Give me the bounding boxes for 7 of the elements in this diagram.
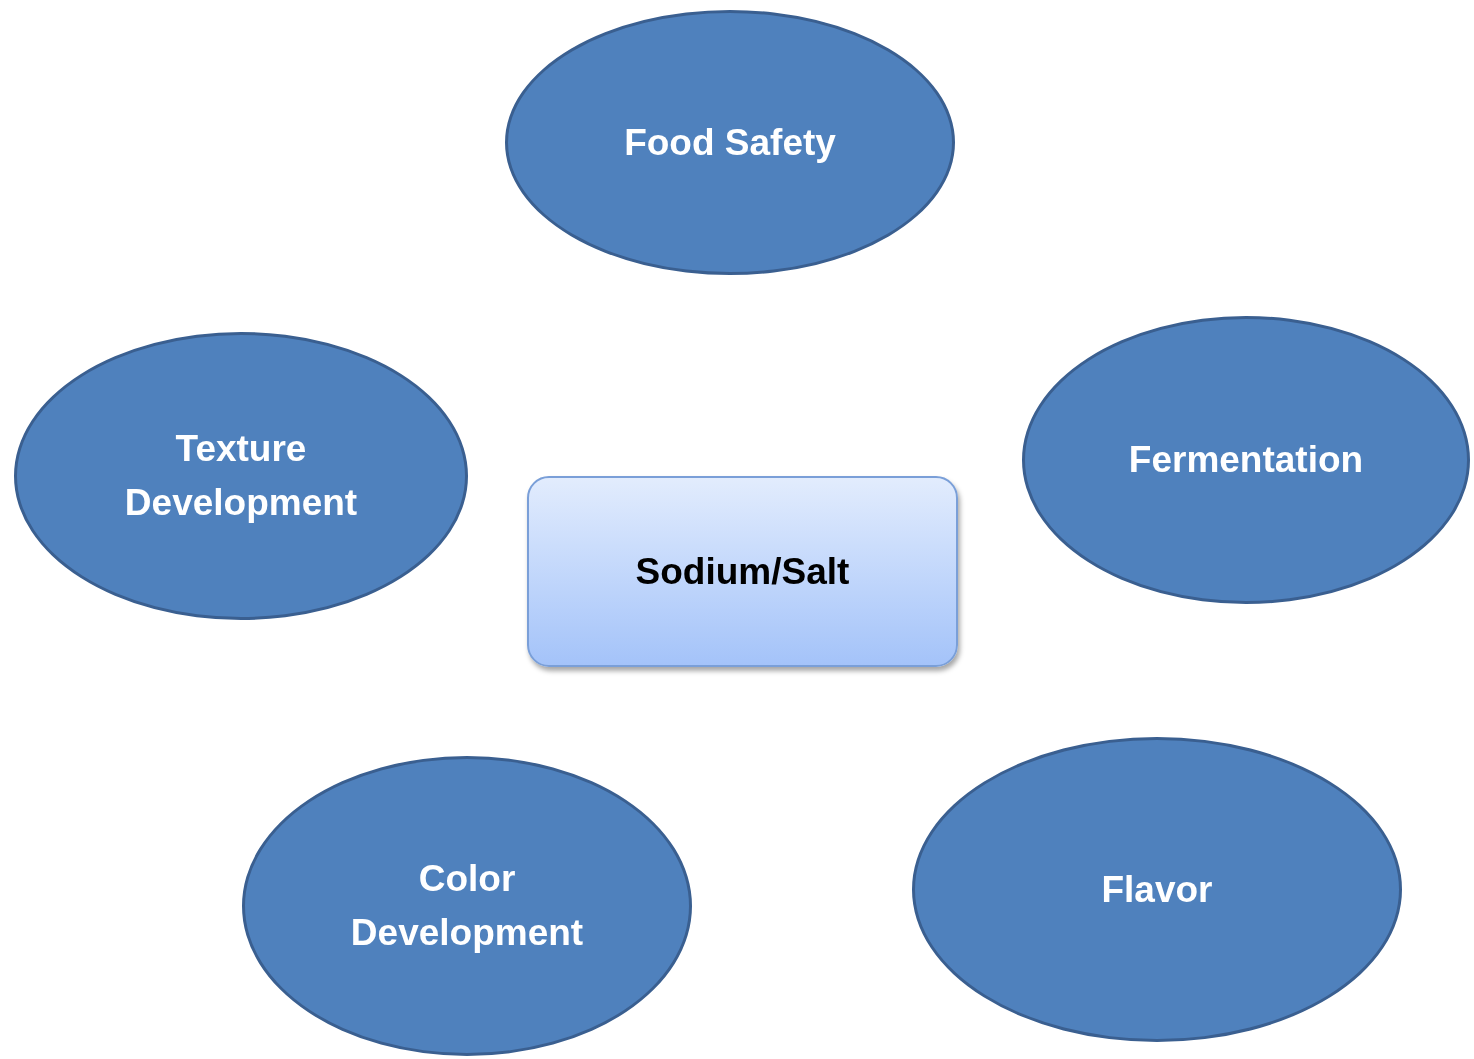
node-label: Color Development xyxy=(349,857,585,955)
node-label: Sodium/Salt xyxy=(635,549,850,594)
rounded-box xyxy=(527,476,958,667)
node-label: Texture Development xyxy=(123,427,359,525)
node-label: Food Safety xyxy=(624,120,836,165)
node-label: Flavor xyxy=(1101,867,1213,912)
node-label: Fermentation xyxy=(1128,438,1364,483)
